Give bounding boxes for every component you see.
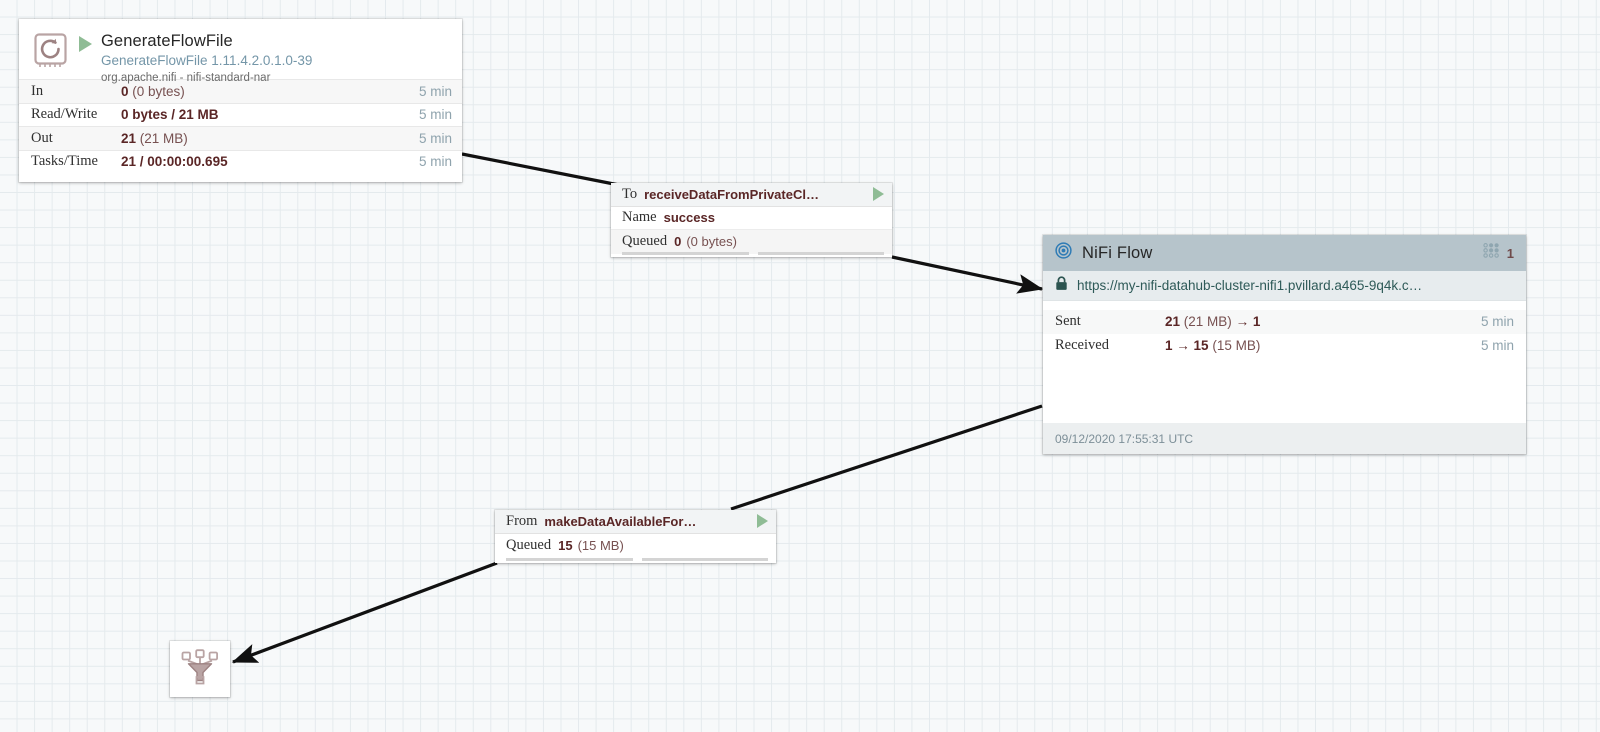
remote-process-group-nifi-flow[interactable]: NiFi Flow <box>1043 235 1526 454</box>
processor-stat-row-in: In 0 (0 bytes) 5 min <box>19 79 462 103</box>
processor-bundle: org.apache.nifi - nifi-standard-nar <box>101 72 271 84</box>
stat-value: 0 bytes / 21 MB <box>121 107 419 122</box>
connection-destination-name: receiveDataFromPrivateCl… <box>644 186 819 202</box>
stat-value: 21 / 00:00:00.695 <box>121 154 419 169</box>
stat-time: 5 min <box>418 154 452 170</box>
sent-arrow: → <box>1235 314 1250 330</box>
sent-count: 21 <box>1165 314 1181 330</box>
connection-queued-size: (15 MB) <box>577 537 624 553</box>
received-count: 15 <box>1193 337 1209 353</box>
lock-icon <box>1055 275 1068 296</box>
connection-queued-row: Queued 15 (15 MB) <box>495 533 776 557</box>
remote-stat-label: Received <box>1055 336 1109 353</box>
received-source-count: 1 <box>1165 337 1173 353</box>
connection-destination-row: To receiveDataFromPrivateCl… <box>611 183 892 207</box>
queue-size-bar <box>641 558 768 561</box>
stat-time: 5 min <box>418 130 452 146</box>
connection-queued-label: Queued <box>506 536 552 553</box>
link-connection-to-remote-group <box>891 255 1044 294</box>
connection-queued-count: 15 <box>558 537 573 553</box>
link-processor-to-connection <box>461 152 625 188</box>
stat-value: 0 (0 bytes) <box>121 84 419 99</box>
connection-queued-size: (0 bytes) <box>686 234 737 250</box>
connection-direction-label: From <box>506 512 538 529</box>
connection-source-name: makeDataAvailableFor… <box>544 513 697 529</box>
stat-value-bold: 21 <box>121 130 137 146</box>
remote-ports-count: 1 <box>1506 245 1514 261</box>
connection-name-value: success <box>663 210 715 226</box>
processor-generateflowfile[interactable]: GenerateFlowFile GenerateFlowFile 1.11.4… <box>19 19 462 182</box>
processor-stat-row-readwrite: Read/Write 0 bytes / 21 MB 5 min <box>19 102 462 127</box>
link-remote-group-to-connection-from <box>730 404 1043 511</box>
queue-count-bar <box>506 558 633 561</box>
play-triangle-icon[interactable] <box>757 514 768 529</box>
connection-queued-count: 0 <box>674 234 682 250</box>
remote-stat-value: 21 (21 MB) → 1 <box>1165 314 1481 329</box>
generate-flowfile-icon <box>31 31 71 71</box>
processor-type: GenerateFlowFile 1.11.4.2.0.1.0-39 <box>101 53 313 68</box>
processor-stat-row-tasks-time: Tasks/Time 21 / 00:00:00.695 5 min <box>19 149 462 174</box>
remote-ports-grid-icon <box>1483 243 1500 263</box>
sent-target-count: 1 <box>1252 314 1261 330</box>
queue-count-bar <box>622 252 749 255</box>
processor-run-status-icon[interactable] <box>75 36 95 57</box>
stat-label: In <box>31 82 44 99</box>
connection-label-to-receivedata[interactable]: To receiveDataFromPrivateCl… Name succes… <box>611 183 892 257</box>
remote-process-group-title: NiFi Flow <box>1082 243 1153 262</box>
stat-label: Tasks/Time <box>31 153 98 170</box>
stat-label: Read/Write <box>31 106 98 123</box>
connection-name-row: Name success <box>611 206 892 230</box>
stat-value-rest: (0 bytes) <box>132 83 185 99</box>
processor-titles: GenerateFlowFile GenerateFlowFile 1.11.4… <box>101 31 452 86</box>
remote-stat-time: 5 min <box>1480 314 1514 330</box>
remote-process-group-url: https://my-nifi-datahub-cluster-nifi1.pv… <box>1077 278 1423 293</box>
connection-queued-row: Queued 0 (0 bytes) <box>611 230 892 254</box>
funnel-icon <box>180 647 220 692</box>
remote-process-group-url-row[interactable]: https://my-nifi-datahub-cluster-nifi1.pv… <box>1043 271 1526 301</box>
received-arrow: → <box>1176 337 1190 353</box>
queue-size-bar <box>757 252 884 255</box>
play-triangle-icon[interactable] <box>873 187 884 202</box>
stat-label: Out <box>31 129 53 146</box>
remote-stat-row-sent: Sent 21 (21 MB) → 1 5 min <box>1043 310 1526 334</box>
connection-source-row: From makeDataAvailableFor… <box>495 510 776 534</box>
sent-size: (21 MB) <box>1183 314 1232 330</box>
stat-value: 21 (21 MB) <box>121 131 419 146</box>
stat-value-bold: 0 <box>121 83 129 99</box>
processor-header: GenerateFlowFile GenerateFlowFile 1.11.4… <box>19 19 462 84</box>
play-triangle-icon <box>78 36 92 52</box>
target-circle-icon <box>1055 242 1072 264</box>
remote-stat-row-received: Received 1 → 15 (15 MB) 5 min <box>1043 334 1526 358</box>
link-connection-from-to-funnel <box>231 561 498 664</box>
stat-time: 5 min <box>418 83 452 99</box>
stat-value-bold: 21 / 00:00:00.695 <box>121 154 228 170</box>
connection-direction-label: To <box>622 185 638 202</box>
stat-time: 5 min <box>418 107 452 123</box>
connection-queue-bars <box>611 252 892 257</box>
connection-queued-label: Queued <box>622 233 668 250</box>
processor-stat-row-out: Out 21 (21 MB) 5 min <box>19 126 462 150</box>
funnel-component[interactable] <box>170 641 230 697</box>
connection-label-from-makedataavailable[interactable]: From makeDataAvailableFor… Queued 15 (15… <box>495 510 776 563</box>
stat-value-rest: (21 MB) <box>139 130 188 146</box>
connection-name-label: Name <box>622 209 657 226</box>
remote-process-group-footer: 09/12/2020 17:55:31 UTC <box>1043 423 1526 454</box>
connection-queue-bars <box>495 558 776 563</box>
remote-stat-label: Sent <box>1055 313 1081 330</box>
remote-process-group-stats: Sent 21 (21 MB) → 1 5 min Received 1 → 1… <box>1043 301 1526 357</box>
remote-process-group-header: NiFi Flow <box>1043 235 1526 271</box>
stat-value-bold: 0 bytes / 21 MB <box>121 107 219 123</box>
remote-stat-time: 5 min <box>1480 337 1514 353</box>
remote-stat-value: 1 → 15 (15 MB) <box>1165 338 1481 353</box>
remote-process-group-timestamp: 09/12/2020 17:55:31 UTC <box>1055 431 1194 446</box>
processor-name: GenerateFlowFile <box>101 32 233 50</box>
received-size: (15 MB) <box>1212 337 1261 353</box>
